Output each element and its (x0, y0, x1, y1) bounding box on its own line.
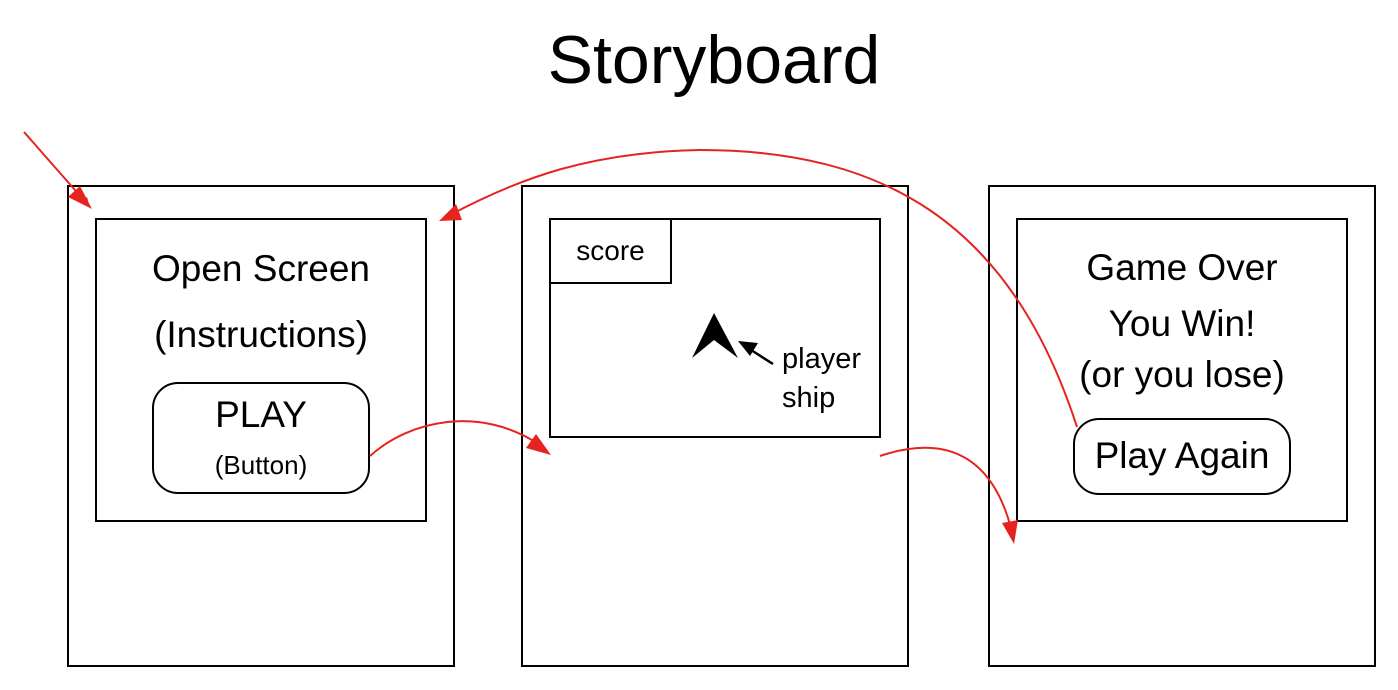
play-again-button-label: Play Again (1094, 435, 1270, 476)
game-over-line2: You Win! (1108, 303, 1256, 344)
score-label: score (576, 235, 645, 266)
play-button[interactable]: PLAY (Button) (152, 382, 370, 494)
score-box: score (549, 218, 672, 284)
player-ship-label-line2: ship (782, 382, 836, 414)
open-screen-title: Open Screen (151, 248, 371, 289)
player-ship-label-line1: player (782, 343, 861, 375)
play-button-note: (Button) (214, 450, 308, 480)
open-screen-subtitle: (Instructions) (154, 314, 368, 355)
game-over-line3: (or you lose) (1079, 354, 1285, 395)
play-again-button[interactable]: Play Again (1073, 418, 1291, 495)
page-title: Storyboard (547, 22, 881, 98)
play-button-label: PLAY (215, 394, 307, 435)
game-over-line1: Game Over (1086, 247, 1278, 288)
open-screen-frame (95, 218, 427, 522)
